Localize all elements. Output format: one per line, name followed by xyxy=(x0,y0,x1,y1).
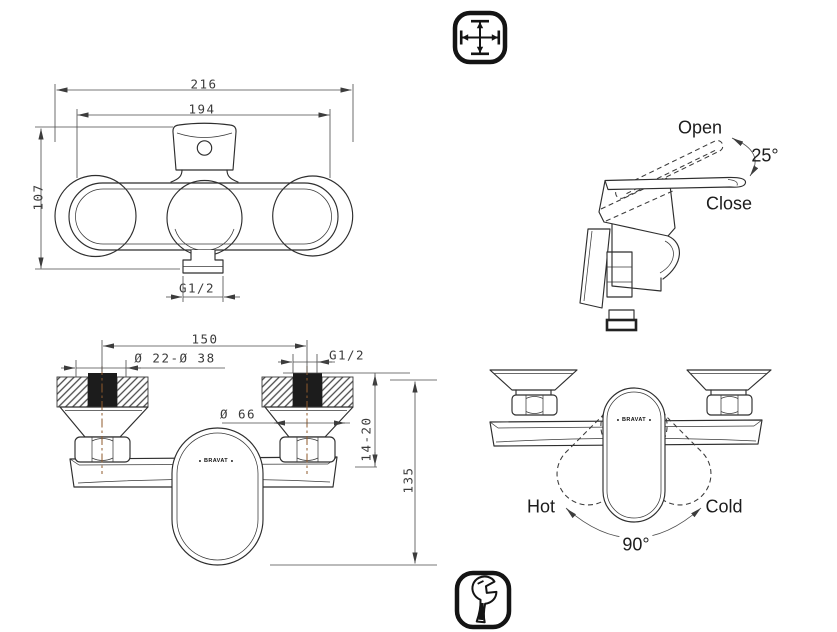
dim-total-height-label: 135 xyxy=(400,466,416,494)
dim-outlet-thread-label: G1/2 xyxy=(178,280,216,296)
dim-hole-range-label: Ø 22-Ø 38 xyxy=(134,350,216,366)
logo-dot-icon xyxy=(649,419,652,421)
dim-body-width-label: 194 xyxy=(188,101,216,117)
installation-view-drawing xyxy=(45,332,445,582)
front-view-drawing xyxy=(30,70,390,320)
dimension-adjust-icon xyxy=(452,10,508,65)
dim-height-label: 107 xyxy=(30,183,46,211)
brand-logo: BRAVAT xyxy=(616,417,652,423)
logo-dot-icon xyxy=(231,460,234,462)
hot-label: Hot xyxy=(526,496,556,517)
side-operation-view-drawing xyxy=(579,112,835,337)
swivel-angle-label: 90° xyxy=(619,534,653,556)
logo-dot-icon xyxy=(616,419,619,421)
brand-logo: BRAVAT xyxy=(198,458,234,464)
dimension-adjust-icon-glyph xyxy=(452,10,508,65)
logo-dot-icon xyxy=(198,460,201,462)
dim-thread-label: G1/2 xyxy=(328,347,366,363)
open-angle-label: 25° xyxy=(751,145,779,166)
mixing-view-drawing xyxy=(489,358,800,568)
wrench-icon-glyph xyxy=(454,570,512,630)
dim-overall-width-label: 216 xyxy=(190,76,218,92)
wrench-icon xyxy=(454,570,512,630)
close-label: Close xyxy=(705,193,753,214)
dim-wall-gap-label: 14-20 xyxy=(358,416,374,462)
cold-label: Cold xyxy=(705,496,743,517)
dim-center-distance-label: 150 xyxy=(191,331,219,347)
dim-escutcheon-label: Ø 66 xyxy=(219,406,257,422)
open-label: Open xyxy=(677,117,723,138)
